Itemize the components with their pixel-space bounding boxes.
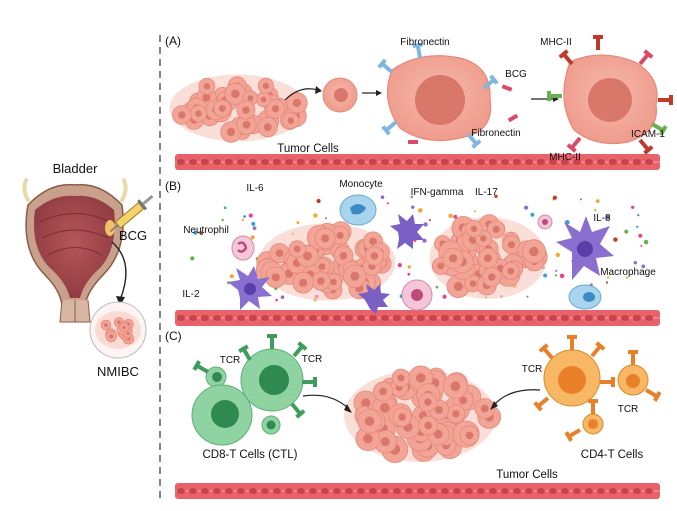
panel-c-label: (C) xyxy=(165,329,182,343)
macrophage-cell-b-right xyxy=(556,216,614,280)
mhc2-label-bottom: MHC-II xyxy=(549,152,581,163)
tumor-cluster-b-right xyxy=(429,214,548,299)
tcr-label-right2: TCR xyxy=(618,404,639,415)
blood-vessel-c xyxy=(175,483,660,499)
ifn-gamma-label: IFN-gamma xyxy=(411,187,464,198)
tcr-label-left1: TCR xyxy=(220,355,241,366)
monocyte-label: Monocyte xyxy=(339,179,383,190)
cd8-label: CD8-T Cells (CTL) xyxy=(203,449,298,461)
tcr-receptors-cd4 xyxy=(533,335,662,442)
arrow-a1 xyxy=(284,88,319,101)
tumor-cluster-a xyxy=(169,74,308,143)
il17-label: IL-17 xyxy=(475,187,498,198)
neutrophil-cell xyxy=(231,235,255,261)
il2-label: IL-2 xyxy=(182,289,200,300)
monocyte-cell-bottom xyxy=(568,284,602,310)
tumor-spot xyxy=(105,220,115,236)
cd4-label: CD4-T Cells xyxy=(581,449,644,461)
panel-a-label: (A) xyxy=(165,34,181,48)
small-macrophage-2 xyxy=(358,284,390,314)
arrow-cd8-to-tumor xyxy=(302,394,349,409)
fibronectin-receptors xyxy=(377,42,519,149)
tumor-cluster-c xyxy=(344,365,502,463)
tcr-receptors-cd8 xyxy=(192,334,317,419)
blood-vessel-a xyxy=(175,154,660,170)
bcg-label-a: BCG xyxy=(505,69,527,80)
macrophage-label: Macrophage xyxy=(600,267,656,278)
tcr-label-right1: TCR xyxy=(522,364,543,375)
pink-cell-small xyxy=(537,214,553,230)
tumor-cell-fibronectin xyxy=(386,55,492,142)
il8-label: IL-8 xyxy=(593,213,611,224)
cd8-t-cells xyxy=(191,348,304,446)
neutrophil-label: Neutrophil xyxy=(183,225,229,236)
icam1-label: ICAM-1 xyxy=(631,129,665,140)
arrow-to-nmibc xyxy=(111,241,127,301)
arrow-cd4-to-tumor xyxy=(494,389,541,405)
syringe-icon xyxy=(109,194,154,233)
bcg-label: BCG xyxy=(119,228,147,243)
monocyte-cell xyxy=(339,194,377,226)
mhc2-label-top: MHC-II xyxy=(540,37,572,48)
tumor-cells-label-c: Tumor Cells xyxy=(496,469,558,481)
macrophage-cell-b-left xyxy=(228,266,272,310)
tumor-cluster-b-left xyxy=(255,221,396,301)
fibronectin-label-bottom: Fibronectin xyxy=(471,128,520,139)
il6-label: IL-6 xyxy=(246,183,264,194)
tumor-cell-mhc2 xyxy=(563,54,658,145)
bladder-label: Bladder xyxy=(53,161,98,176)
cd4-t-cells xyxy=(543,349,649,435)
nmibc-tumor-cluster xyxy=(95,311,141,349)
blood-vessel-b xyxy=(175,310,660,326)
mhc2-receptors xyxy=(547,35,673,155)
panel-b-label: (B) xyxy=(165,179,181,193)
fibronectin-label-top: Fibronectin xyxy=(400,37,449,48)
pink-cell-bottom xyxy=(401,279,433,311)
small-macrophage-1 xyxy=(390,214,424,249)
tcr-label-left2: TCR xyxy=(302,354,323,365)
tumor-cells-label-a: Tumor Cells xyxy=(277,143,339,155)
bladder-illustration xyxy=(22,178,128,323)
nmibc-label: NMIBC xyxy=(97,364,139,379)
